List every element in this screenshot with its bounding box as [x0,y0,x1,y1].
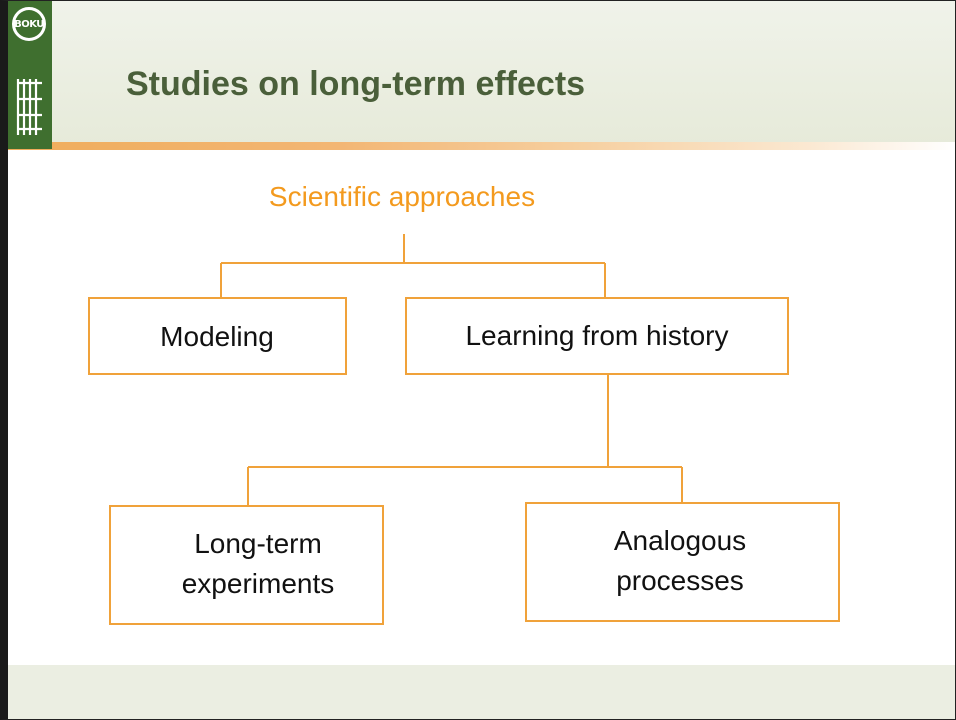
node-analogous-processes-line2: processes [616,565,744,596]
node-long-term-experiments-line1: Long-term [194,528,322,559]
node-long-term-experiments-line2: experiments [182,568,335,599]
node-analogous-processes: Analogous processes [525,502,840,622]
logo: BOKU [8,1,52,149]
node-modeling: Modeling [88,297,347,375]
connector-lines [220,234,683,506]
slide-title: Studies on long-term effects [126,65,586,103]
node-learning-from-history-label: Learning from history [465,320,728,351]
node-long-term-experiments: Long-term experiments [109,505,384,625]
footer-band [8,665,955,719]
logo-seal-icon: BOKU [12,7,46,41]
logo-text: BOKU [14,18,44,30]
header-band [8,1,955,149]
node-modeling-label: Modeling [160,321,274,352]
node-learning-from-history-box [405,297,789,375]
node-long-term-experiments-box [109,505,384,625]
node-learning-from-history: Learning from history [405,297,789,375]
node-analogous-processes-box [525,502,840,622]
approaches-diagram: Scientific approaches Modeling Learning … [88,181,840,625]
node-analogous-processes-line1: Analogous [614,525,746,556]
abf-mark-icon [16,79,42,135]
root-node-label: Scientific approaches [269,181,535,212]
node-modeling-box [88,297,347,375]
header-divider [8,142,955,150]
